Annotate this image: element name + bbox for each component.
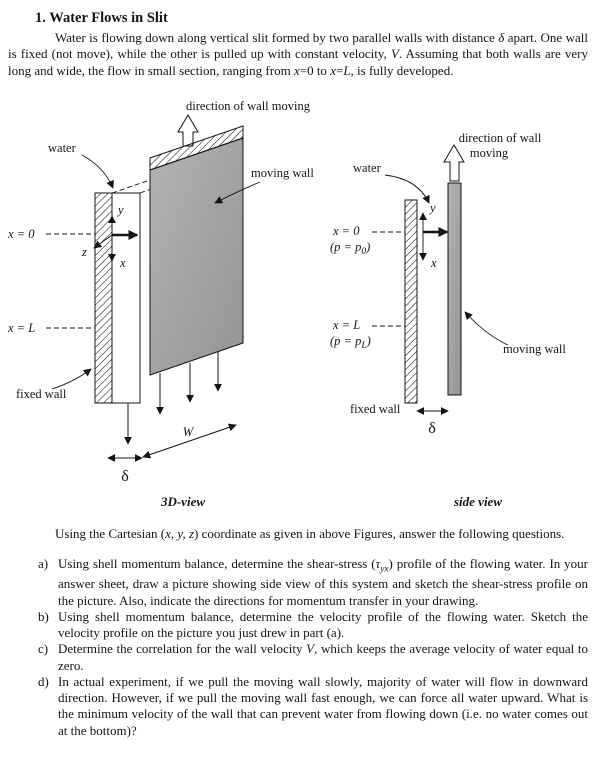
direction-of-wall-moving-label: direction of wall moving: [186, 99, 311, 113]
direction-of-wall-moving-label-line1: direction of wall: [459, 131, 542, 145]
wall-motion-arrow-icon: [177, 113, 199, 147]
wall-motion-arrow-icon: [443, 143, 465, 182]
moving-wall-label-side: moving wall: [503, 342, 566, 356]
question-text-c: Determine the correlation for the wall v…: [58, 641, 588, 673]
moving-wall-top-edge: [149, 125, 244, 171]
gap-delta-label-3d: δ: [121, 468, 129, 485]
question-label-a: a): [38, 556, 49, 571]
axis-x-label: x: [119, 256, 126, 270]
side-view-caption: side view: [453, 494, 502, 509]
p0-label: (p = p0): [330, 240, 370, 257]
moving-wall-3d: [149, 137, 244, 376]
direction-of-wall-moving-label-line2: moving: [470, 146, 509, 160]
x0-label-side: x = 0: [332, 224, 360, 238]
x0-label-3d: x = 0: [8, 227, 35, 241]
question-text-d: In actual experiment, if we pull the mov…: [58, 673, 588, 738]
question-item-d: d) In actual experiment, if we pull the m…: [38, 674, 588, 739]
three-d-view: direction of wall moving: [7, 99, 314, 509]
z-axis-arrow: [93, 234, 113, 249]
width-dimension-arrow: [142, 423, 237, 459]
fixed-wall-leader-3d: [51, 368, 92, 390]
question-label-c: c): [38, 641, 49, 657]
intro-paragraph: Water is flowing down along vertical sli…: [8, 30, 588, 78]
side-view: direction of wall moving water x = 0 (p …: [330, 131, 566, 509]
water-leader-3d: [81, 154, 114, 189]
question-item-a: a) Using shell momentum balance, determin…: [38, 556, 588, 609]
xL-label-side: x = L: [332, 318, 360, 332]
instruction-paragraph: Using the Cartesian (x, y, z) coordinate…: [55, 525, 565, 541]
pL-label: (p = pL): [330, 334, 371, 351]
water-label-3d: water: [48, 141, 77, 155]
water-label-side: water: [353, 161, 382, 175]
three-d-view-caption: 3D-view: [160, 494, 205, 509]
axis-y-label-side: y: [428, 201, 436, 215]
moving-wall-side: [447, 182, 462, 396]
moving-wall-label-3d: moving wall: [251, 166, 314, 180]
gap-delta-label-side: δ: [428, 420, 436, 437]
question-list: a) Using shell momentum balance, determin…: [38, 556, 588, 739]
axis-y-label: y: [116, 203, 124, 217]
axis-z-label: z: [81, 245, 87, 259]
question-item-b: b) Using shell momentum balance, determin…: [38, 609, 588, 642]
page-title: 1. Water Flows in Slit: [35, 10, 168, 26]
moving-wall-leader-side: [464, 311, 509, 346]
xL-label-3d: x = L: [8, 321, 35, 335]
hidden-top-edge: [111, 179, 151, 194]
fixed-wall-label-3d: fixed wall: [16, 387, 67, 401]
figure: direction of wall moving: [7, 95, 588, 518]
width-label: W: [183, 425, 195, 439]
question-item-c: c) Determine the correlation for the wall…: [38, 641, 588, 674]
hidden-top-edge-2: [139, 188, 151, 194]
question-label-b: b): [38, 608, 49, 624]
question-label-d: d): [38, 673, 49, 689]
axis-x-label-side: x: [430, 256, 437, 270]
question-text-b: Using shell momentum balance, determine …: [58, 608, 588, 641]
fixed-wall-3d: [94, 192, 113, 404]
water-slab-3d: [111, 192, 141, 404]
figure-drawing: direction of wall moving: [7, 99, 566, 509]
fixed-wall-side: [404, 199, 418, 404]
fixed-wall-label-side: fixed wall: [350, 402, 401, 416]
question-text-a: Using shell momentum balance, determine …: [58, 556, 588, 608]
moving-wall-leader-3d: [214, 181, 261, 204]
water-leader-side: [384, 174, 430, 204]
